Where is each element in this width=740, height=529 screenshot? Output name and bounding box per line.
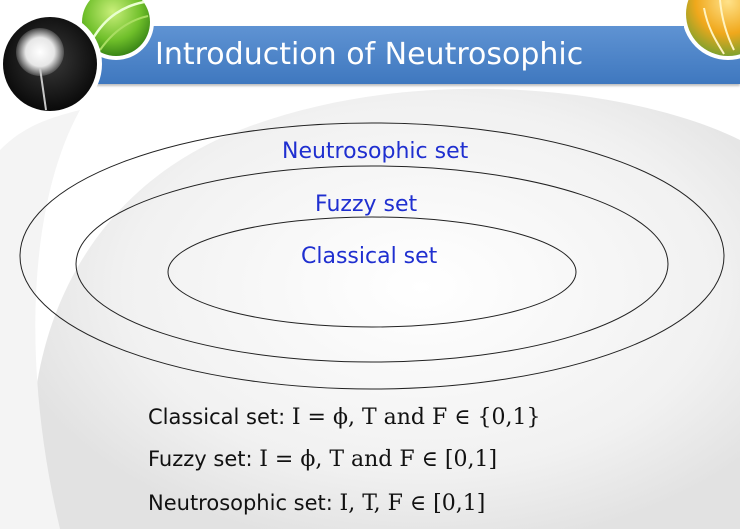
formula-lead: Neutrosophic set:	[148, 491, 340, 515]
neutrosophic-set-formula: Neutrosophic set: I, T, F ∈ [0,1]	[148, 488, 485, 519]
classical-set-label: Classical set	[301, 243, 437, 271]
formula-lead: Classical set:	[148, 405, 292, 429]
neutrosophic-set-label: Neutrosophic set	[282, 138, 468, 166]
formula-lead: Fuzzy set:	[148, 447, 259, 471]
formula-math: I, T, F ∈ [0,1]	[340, 491, 486, 516]
classical-set-ellipse	[168, 217, 576, 327]
formula-math: I = ϕ, T and F ∈ {0,1}	[292, 405, 541, 430]
formula-math: I = ϕ, T and F ∈ [0,1]	[259, 447, 497, 472]
classical-set-formula: Classical set: I = ϕ, T and F ∈ {0,1}	[148, 402, 541, 433]
fuzzy-set-formula: Fuzzy set: I = ϕ, T and F ∈ [0,1]	[148, 444, 497, 475]
fuzzy-set-label: Fuzzy set	[315, 191, 417, 219]
